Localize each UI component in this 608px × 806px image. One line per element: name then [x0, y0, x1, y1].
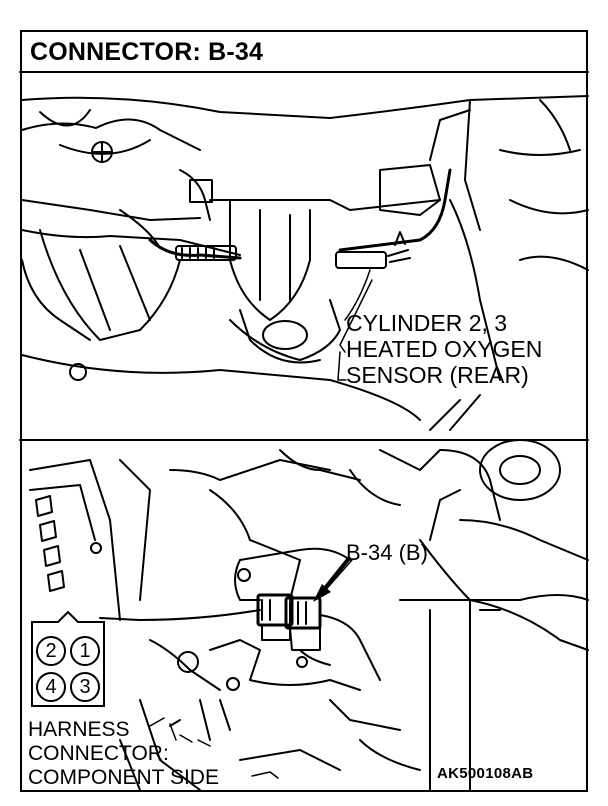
diagram-frame — [20, 30, 588, 792]
pin-4: 4 — [36, 672, 66, 702]
sensor-label-line-1: CYLINDER 2, 3 — [346, 310, 508, 336]
page-title: CONNECTOR: B-34 — [30, 38, 264, 66]
top-engine-view — [21, 95, 589, 431]
sensor-label-line-2: HEATED OXYGEN — [346, 336, 543, 362]
pin-2: 2 — [36, 636, 66, 666]
figure-code: AK500108AB — [437, 765, 534, 782]
sensor-label-line-3: SENSOR (REAR) — [346, 362, 529, 388]
leader-lines — [149, 279, 373, 779]
bottom-engine-view — [29, 439, 589, 791]
pin-1: 1 — [70, 636, 100, 666]
harness-label: HARNESS CONNECTOR: COMPONENT SIDE — [28, 718, 219, 790]
pin-3: 3 — [70, 672, 100, 702]
harness-label-line-1: HARNESS — [28, 718, 130, 741]
connector-label: B-34 (B) — [346, 540, 428, 565]
sensor-label: CYLINDER 2, 3 HEATED OXYGEN SENSOR (REAR… — [346, 310, 542, 388]
harness-label-line-2: CONNECTOR: — [28, 742, 169, 765]
harness-label-line-3: COMPONENT SIDE — [28, 766, 219, 789]
connector-face-diagram — [31, 610, 105, 707]
